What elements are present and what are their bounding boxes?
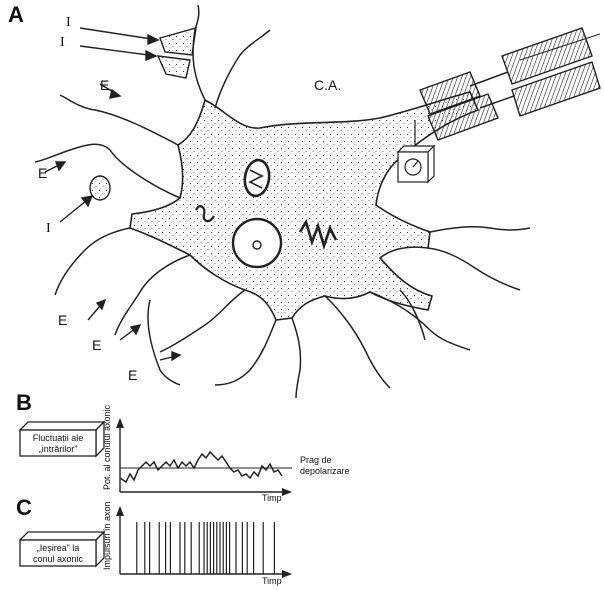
mitochondrion [243,158,271,198]
label-input-i-2: I [60,35,65,50]
panel-b-letter: B [16,390,32,415]
input-arrows [44,27,182,362]
label-input-e-5: E [128,367,137,383]
panel-c-letter: C [16,495,32,520]
label-input-i-3: I [46,221,51,236]
label-input-i-1: I [66,15,71,30]
panel-b-xlabel: Timp [262,493,282,503]
golgi-apparatus [195,205,215,223]
panel-c-box-line1: „Ieșirea” la [37,543,80,553]
threshold-label-line2: depolarizare [300,466,350,476]
label-input-e-3: E [58,312,67,328]
label-ca: C.A. [314,77,341,93]
panel-b-box-line2: „intrărilor” [39,444,78,454]
panel-b-potential-trace [119,450,283,484]
panel-b-axes [116,418,292,496]
panel-c-xlabel: Timp [262,576,282,586]
panel-c-box: „Ieșirea” la conul axonic [18,530,106,568]
endoplasmic-reticulum [298,218,338,251]
label-input-e-1: E [100,77,109,93]
dendrites [34,4,531,399]
axon-myelin [419,27,601,141]
panel-c-box-line2: conul axonic [33,554,84,564]
panel-b-box: Fluctuații ale „intrărilor” [18,420,106,458]
panel-c-ylabel: Impulsuri în axon [102,501,112,570]
panel-b-ylabel: Pot. al conului axonic [102,404,112,490]
neuron-soma [129,91,480,321]
nucleus [231,217,283,269]
label-input-e-2: E [38,165,47,181]
presynaptic-terminals [89,27,197,201]
panel-b-box-line1: Fluctuații ale [33,433,84,443]
panel-a-letter: A [8,2,24,27]
threshold-label-line1: Prag de [300,455,332,465]
panel-c-spikes [136,522,275,574]
panel-c-axes [116,506,292,578]
label-input-e-4: E [92,337,101,353]
recording-box [396,120,436,184]
